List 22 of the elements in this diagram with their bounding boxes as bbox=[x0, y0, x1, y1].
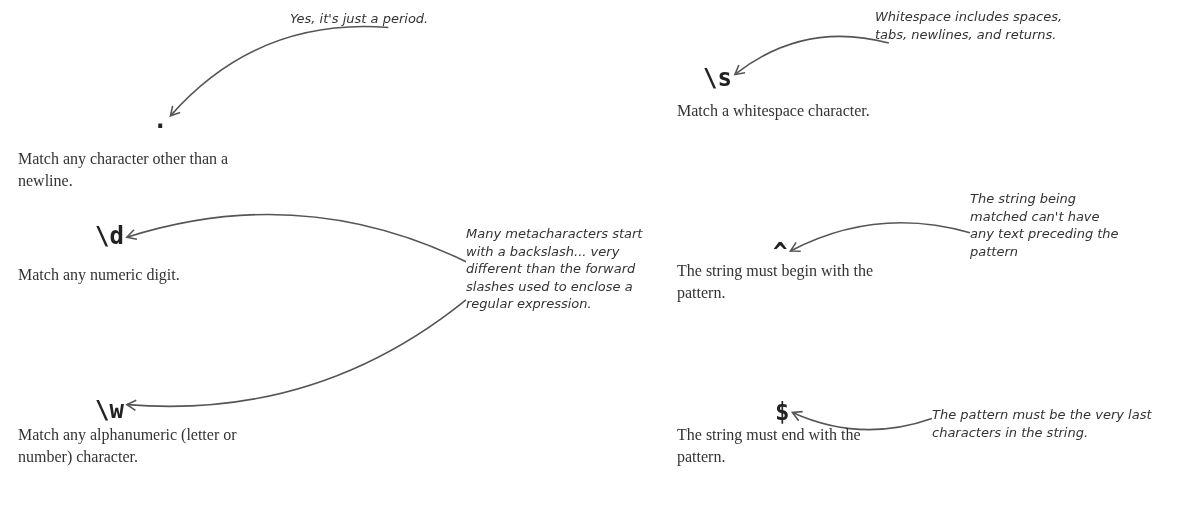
metacharacter-symbol: \d bbox=[92, 222, 127, 250]
description-text: The string must end with the pattern. bbox=[677, 425, 862, 468]
curved-arrow bbox=[789, 222, 971, 253]
metacharacter-symbol: $ bbox=[772, 398, 793, 426]
handwritten-note: Whitespace includes spaces, tabs, newlines, and returns. bbox=[875, 8, 1075, 44]
handwritten-note: Yes, it's just a period. bbox=[290, 10, 530, 28]
curved-arrow bbox=[791, 410, 933, 431]
metacharacter-symbol: \s bbox=[700, 64, 735, 92]
curved-arrow bbox=[169, 25, 390, 117]
description-text: Match any character other than a newline. bbox=[18, 149, 230, 191]
description-text: The string must begin with the pattern. bbox=[677, 261, 874, 304]
description-text: Match any alphanumeric (letter or number) character. bbox=[18, 425, 238, 468]
curved-arrow bbox=[126, 213, 467, 263]
metacharacter-symbol: . bbox=[150, 106, 171, 134]
description-text: Match any numeric digit. bbox=[18, 265, 181, 286]
description-text: Match a whitespace character. bbox=[677, 101, 871, 122]
metacharacter-symbol: \w bbox=[92, 396, 127, 424]
handwritten-note: The pattern must be the very last characters in the string. bbox=[932, 406, 1162, 442]
curved-arrow bbox=[126, 298, 467, 411]
curved-arrow bbox=[734, 35, 890, 76]
handwritten-note: Many metacharacters start with a backslash... very different than the forward slashes used to enclose a regular expression. bbox=[466, 225, 666, 313]
handwritten-note: The string being matched can't have any text preceding the pattern bbox=[970, 190, 1120, 261]
